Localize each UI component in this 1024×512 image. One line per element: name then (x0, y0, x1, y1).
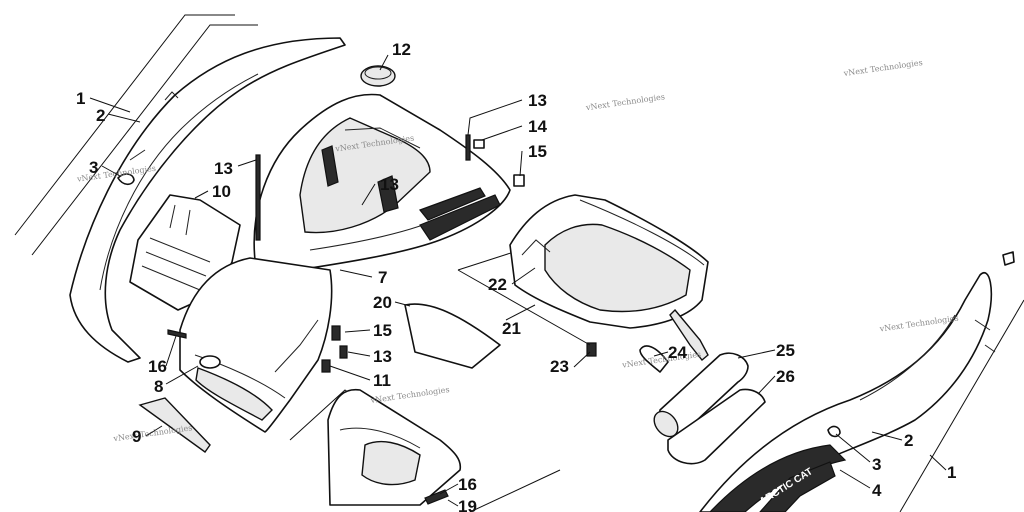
callout-12: 12 (392, 40, 411, 59)
callout-19: 19 (458, 497, 477, 512)
callout-14: 14 (528, 117, 547, 136)
callout-13-center: 13 (380, 175, 399, 194)
left-side-panel (14, 14, 346, 363)
callout-22: 22 (488, 275, 507, 294)
callout-23: 23 (550, 357, 569, 376)
callout-3-left: 3 (89, 158, 98, 177)
callout-15-top: 15 (528, 142, 547, 161)
watermark-text: vNext Technologies (842, 58, 923, 78)
fuel-cap-12 (360, 65, 396, 87)
callout-11: 11 (373, 371, 391, 390)
fasteners (167, 134, 597, 373)
leader-lines (89, 54, 947, 507)
callout-13-mid: 13 (373, 347, 392, 366)
callout-15-mid: 15 (373, 321, 392, 340)
callout-16-left: 16 (148, 357, 167, 376)
callout-2-right: 2 (904, 431, 913, 450)
callout-4: 4 (872, 481, 882, 500)
callout-26: 26 (776, 367, 795, 386)
callout-24: 24 (668, 343, 687, 362)
callout-labels: 1 2 3 10 12 13 13 13 14 15 7 20 21 22 23… (76, 40, 956, 512)
callout-2-left: 2 (96, 106, 105, 125)
windshield-20 (404, 303, 501, 369)
cover-26 (667, 388, 766, 465)
lower-bezel (289, 388, 561, 512)
callout-7: 7 (378, 268, 387, 287)
callout-16-bottom: 16 (458, 475, 477, 494)
callout-1-right: 1 (947, 463, 956, 482)
callout-13-top: 13 (528, 91, 547, 110)
callout-10: 10 (212, 182, 231, 201)
watermark-text: vNext Technologies (112, 423, 193, 443)
front-nose (179, 257, 333, 433)
callout-8: 8 (154, 377, 163, 396)
callout-1-left: 1 (76, 89, 85, 108)
callout-20: 20 (373, 293, 392, 312)
main-hood (253, 93, 511, 273)
handle-24 (639, 345, 669, 373)
callout-3-right: 3 (872, 455, 881, 474)
callout-21: 21 (502, 319, 521, 338)
dash-console (457, 194, 709, 361)
callout-13-left: 13 (214, 159, 233, 178)
right-side-panel: ARCTIC CAT (699, 251, 1024, 512)
callout-9: 9 (132, 427, 141, 446)
watermark-text: vNext Technologies (584, 92, 665, 112)
headlight-lens-9 (138, 397, 211, 453)
tube-25 (653, 352, 749, 438)
callout-25: 25 (776, 341, 795, 360)
